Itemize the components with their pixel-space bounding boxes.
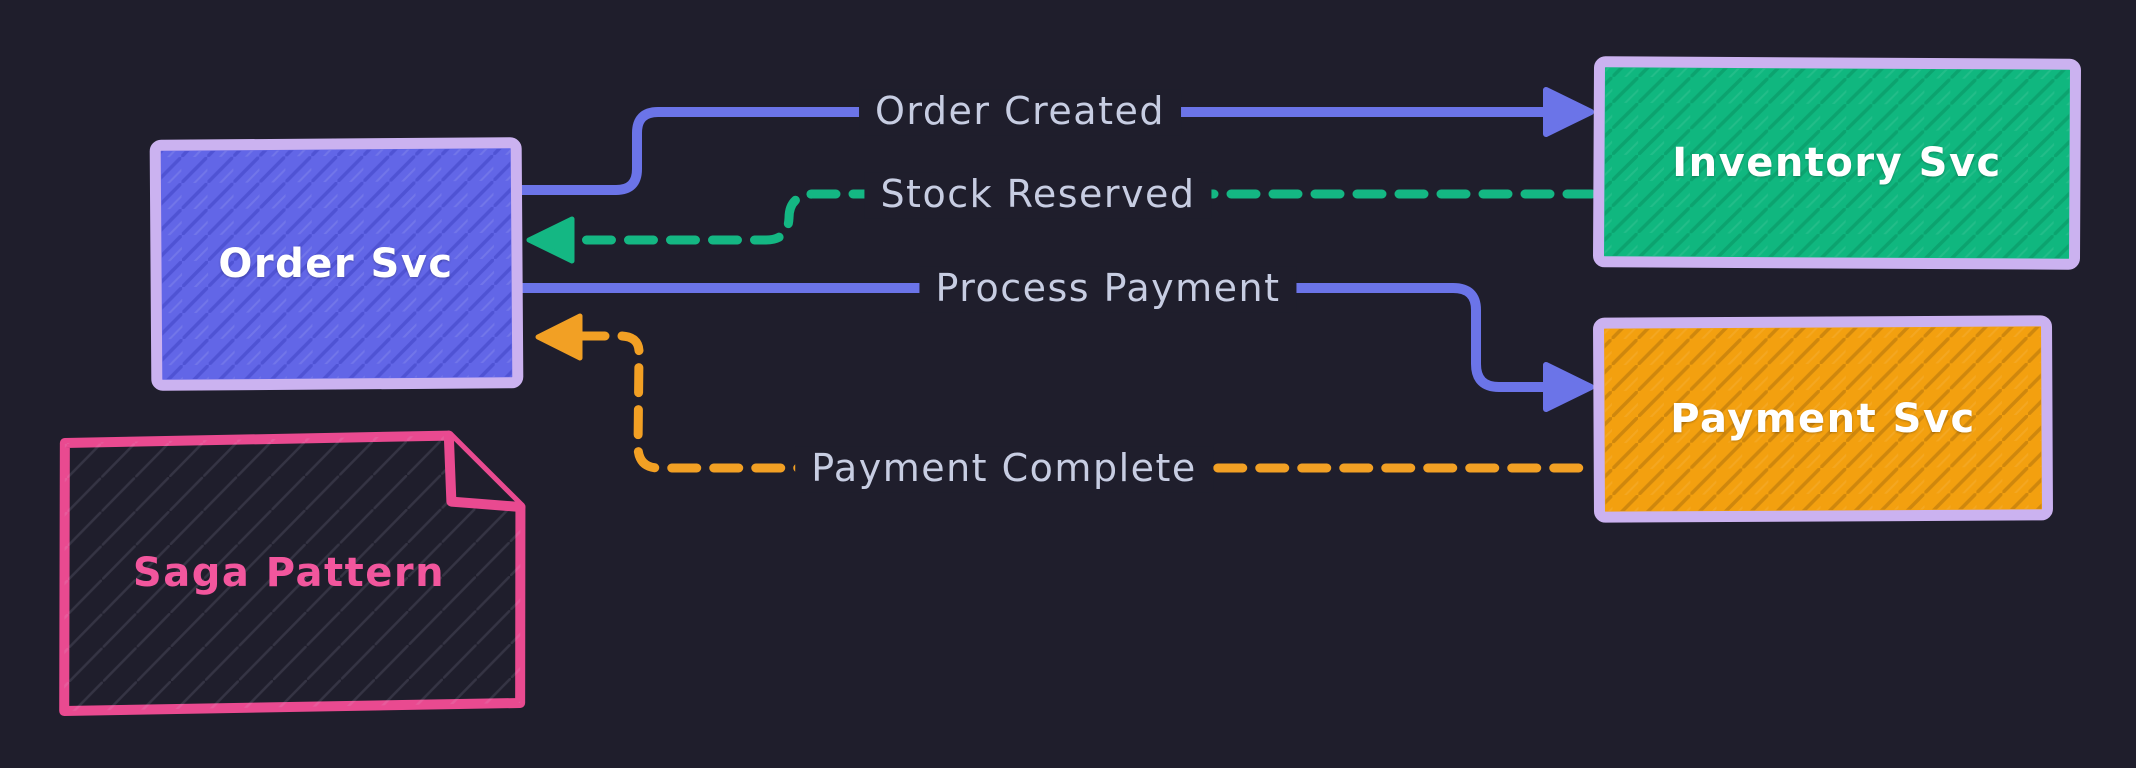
- edge-payment-complete-line: [575, 331, 1597, 473]
- edge-order-created: [517, 87, 1594, 195]
- arrowhead-right-icon: [1543, 87, 1594, 137]
- edge-label-payment-complete: Payment Complete: [795, 446, 1213, 492]
- edge-label-process-payment: Process Payment: [919, 266, 1297, 312]
- saga-note: [59, 430, 526, 716]
- edge-label-stock-reserved: Stock Reserved: [864, 172, 1212, 218]
- node-inventory-svc: [1593, 56, 2081, 270]
- edge-stock-reserved: [526, 189, 1597, 264]
- edge-process-payment-line: [517, 283, 1551, 392]
- node-label-order-svc: Order Svc: [218, 241, 454, 287]
- edge-label-order-created: Order Created: [859, 89, 1181, 135]
- node-payment-svc: [1593, 315, 2053, 523]
- saga-note-folded-corner-icon: [443, 430, 526, 512]
- arrowhead-left-icon: [526, 216, 575, 264]
- edge-stock-reserved-line: [571, 189, 1597, 245]
- arrowhead-right-icon: [1543, 362, 1594, 412]
- node-label-inventory-svc: Inventory Svc: [1672, 140, 2002, 186]
- node-label-payment-svc: Payment Svc: [1670, 396, 1976, 442]
- edge-process-payment: [517, 283, 1594, 412]
- saga-note-label: Saga Pattern: [132, 550, 446, 596]
- node-order-svc: [149, 137, 524, 391]
- edge-order-created-line: [517, 107, 1551, 195]
- edge-payment-complete: [535, 313, 1597, 473]
- arrowhead-left-icon: [535, 313, 583, 361]
